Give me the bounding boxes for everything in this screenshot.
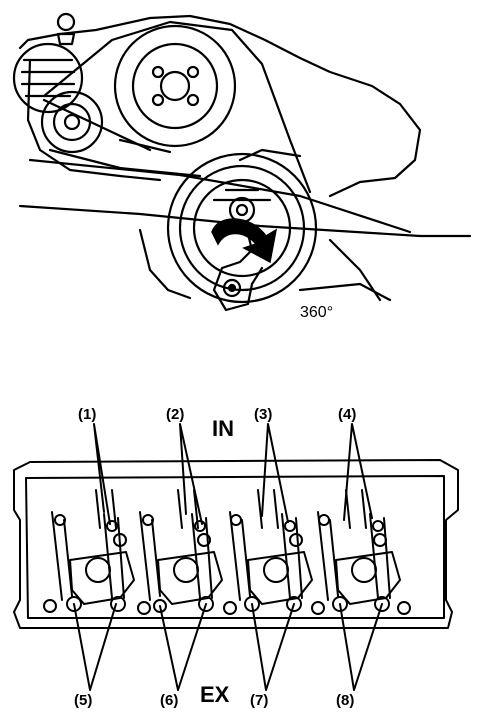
crankshaft-rotation-illustration xyxy=(12,12,472,312)
callout-label-3: (3) xyxy=(254,406,273,423)
engine-block-outline xyxy=(18,14,422,198)
callout-label-7: (7) xyxy=(250,692,269,709)
callout-label-1: (1) xyxy=(78,406,97,423)
callout-label-4: (4) xyxy=(338,406,357,423)
idler-pulley xyxy=(40,90,104,154)
callout-label-5: (5) xyxy=(74,692,93,709)
cylinder-1-rockers xyxy=(51,489,135,605)
callout-7-leaders xyxy=(251,603,295,691)
callout-1-leaders xyxy=(93,423,111,525)
callout-6-leaders xyxy=(159,603,207,691)
alternator xyxy=(12,42,84,114)
callout-4-leaders xyxy=(343,423,373,521)
cylinder-2-rockers xyxy=(139,489,223,605)
exhaust-side-label: EX xyxy=(200,682,230,707)
callout-8-leaders xyxy=(339,603,383,691)
cylinder-head-illustration xyxy=(13,423,459,691)
drive-belt xyxy=(42,20,312,194)
intake-side-label: IN xyxy=(212,416,234,441)
callout-3-leaders xyxy=(261,423,289,523)
cylinder-head-outline xyxy=(13,459,459,629)
callout-2-leaders xyxy=(179,423,203,525)
callout-label-2: (2) xyxy=(166,406,185,423)
head-bolts xyxy=(43,514,411,615)
callout-label-6: (6) xyxy=(160,692,179,709)
callout-5-leaders xyxy=(73,603,117,691)
rotation-angle-label: 360° xyxy=(300,304,334,321)
callout-label-8: (8) xyxy=(336,692,355,709)
water-pump-pulley xyxy=(113,24,237,148)
lifting-eye xyxy=(56,12,76,32)
cylinder-4-rockers xyxy=(317,489,401,605)
crankshaft-pulley xyxy=(166,152,318,304)
rotation-arrow xyxy=(211,218,278,264)
cylinder-3-rockers xyxy=(229,489,313,605)
